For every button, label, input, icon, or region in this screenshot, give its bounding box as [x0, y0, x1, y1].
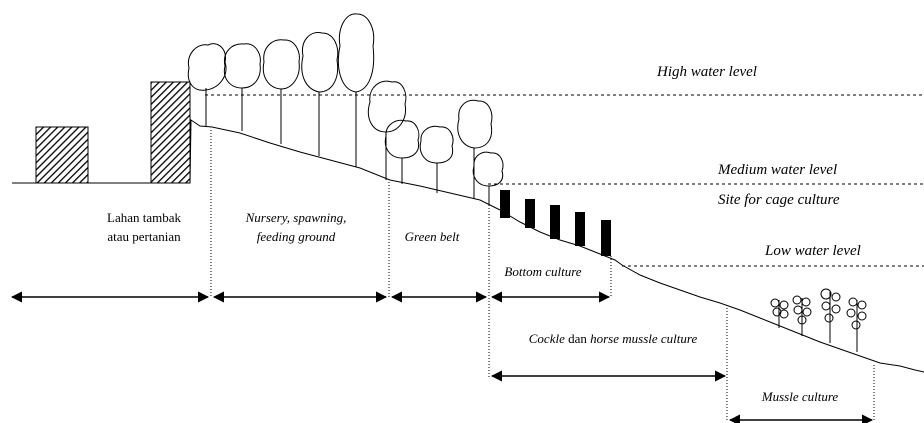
- green-belt-label: Green belt: [405, 229, 460, 244]
- farmland-block: [150, 81, 191, 184]
- lahan-label-line2: atau pertanian: [107, 229, 181, 244]
- farmland-block: [35, 126, 89, 184]
- nursery-label-line2: feeding ground: [257, 229, 336, 244]
- cockle-word: Cockle: [529, 331, 565, 346]
- nursery-label-line1: Nursery, spawning,: [245, 210, 347, 225]
- high-water-label: High water level: [656, 64, 757, 80]
- zone-arrows: [10, 291, 874, 423]
- medium-water-label: Medium water level: [717, 162, 837, 178]
- low-water-label: Low water level: [764, 243, 861, 259]
- bottom-culture-label: Bottom culture: [504, 264, 581, 279]
- dan-word: dan: [565, 331, 590, 346]
- cockle-culture-label: Cockle dan horse mussle culture: [529, 331, 698, 346]
- mussel-plants: [770, 288, 867, 352]
- mussle-culture-label: Mussle culture: [761, 389, 839, 404]
- horse-mussle-words: horse mussle culture: [590, 331, 697, 346]
- lahan-label-line1: Lahan tambak: [107, 210, 181, 225]
- ground-profile: [12, 119, 924, 373]
- mangrove-trees: [187, 13, 504, 205]
- cage-site-label: Site for cage culture: [718, 192, 840, 208]
- cage-posts: [500, 190, 611, 256]
